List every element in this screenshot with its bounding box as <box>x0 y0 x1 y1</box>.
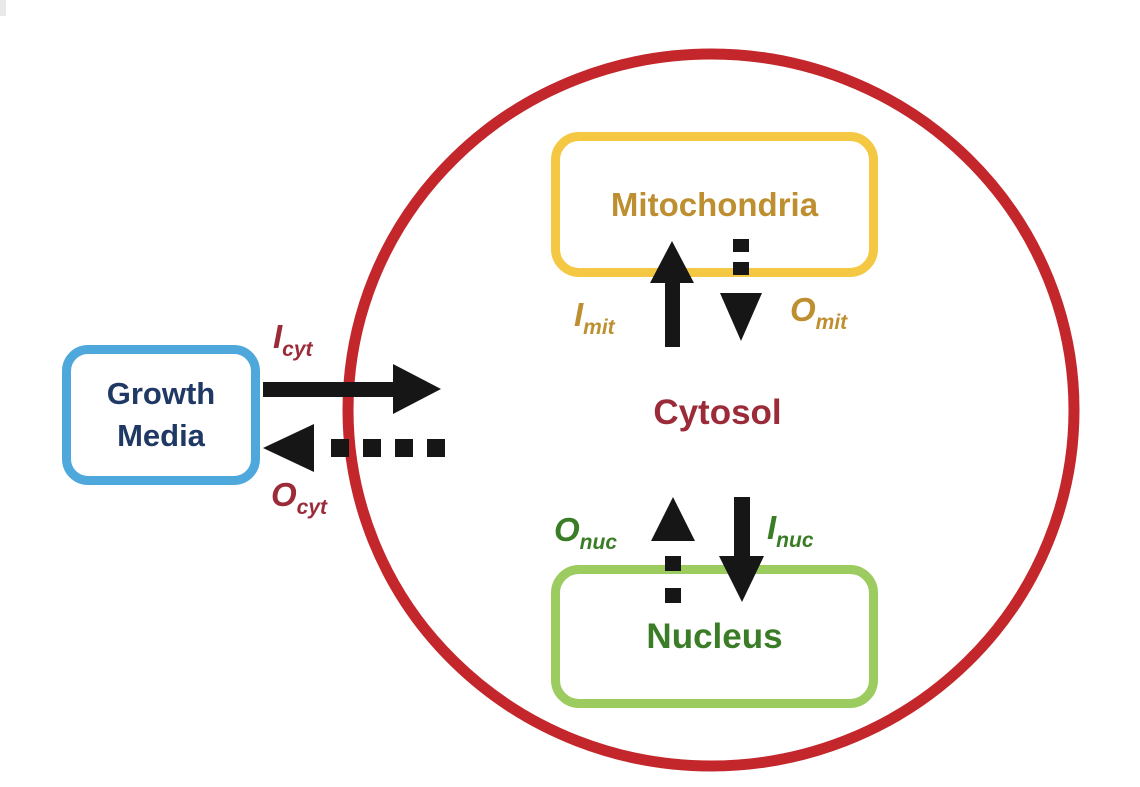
nucleus-label: Nucleus <box>646 616 783 656</box>
flow-symbol: O <box>554 511 580 548</box>
arrow-mitochondria-output-head <box>720 293 762 341</box>
mitochondria-box: Mitochondria <box>551 132 878 277</box>
flow-symbol: I <box>574 296 584 333</box>
flow-label-mitochondria-input: Imit <box>574 296 615 338</box>
arrow-cytosol-output-head <box>263 424 314 472</box>
growth-media-label-line1: Growth <box>106 376 216 412</box>
flow-subscript: cyt <box>296 495 328 519</box>
flow-symbol: O <box>271 476 297 513</box>
flow-symbol: I <box>767 509 777 546</box>
growth-media-label: Growth Media <box>107 373 216 457</box>
flow-subscript: mit <box>583 315 615 339</box>
growth-media-box: Growth Media <box>62 345 260 485</box>
flow-symbol: O <box>790 291 816 328</box>
flow-label-mitochondria-output: Omit <box>790 291 847 333</box>
flow-subscript: nuc <box>776 528 814 552</box>
flow-label-cytosol-input: Icyt <box>273 318 313 360</box>
flow-label-cytosol-output: Ocyt <box>271 476 327 518</box>
flow-label-nucleus-input: Inuc <box>767 509 814 551</box>
arrow-cytosol-input <box>263 364 441 414</box>
cytosol-label: Cytosol <box>653 393 782 432</box>
flow-subscript: nuc <box>579 530 618 554</box>
screen-edge-artifact <box>0 0 6 16</box>
growth-media-label-line2: Media <box>117 418 205 453</box>
mitochondria-label: Mitochondria <box>610 185 819 223</box>
flow-subscript: mit <box>815 310 848 334</box>
arrow-nucleus-output-head <box>651 497 695 541</box>
flow-subscript: cyt <box>282 337 313 361</box>
nucleus-box: Nucleus <box>551 565 878 708</box>
flow-symbol: I <box>273 318 283 355</box>
flow-label-nucleus-output: Onuc <box>554 511 617 553</box>
